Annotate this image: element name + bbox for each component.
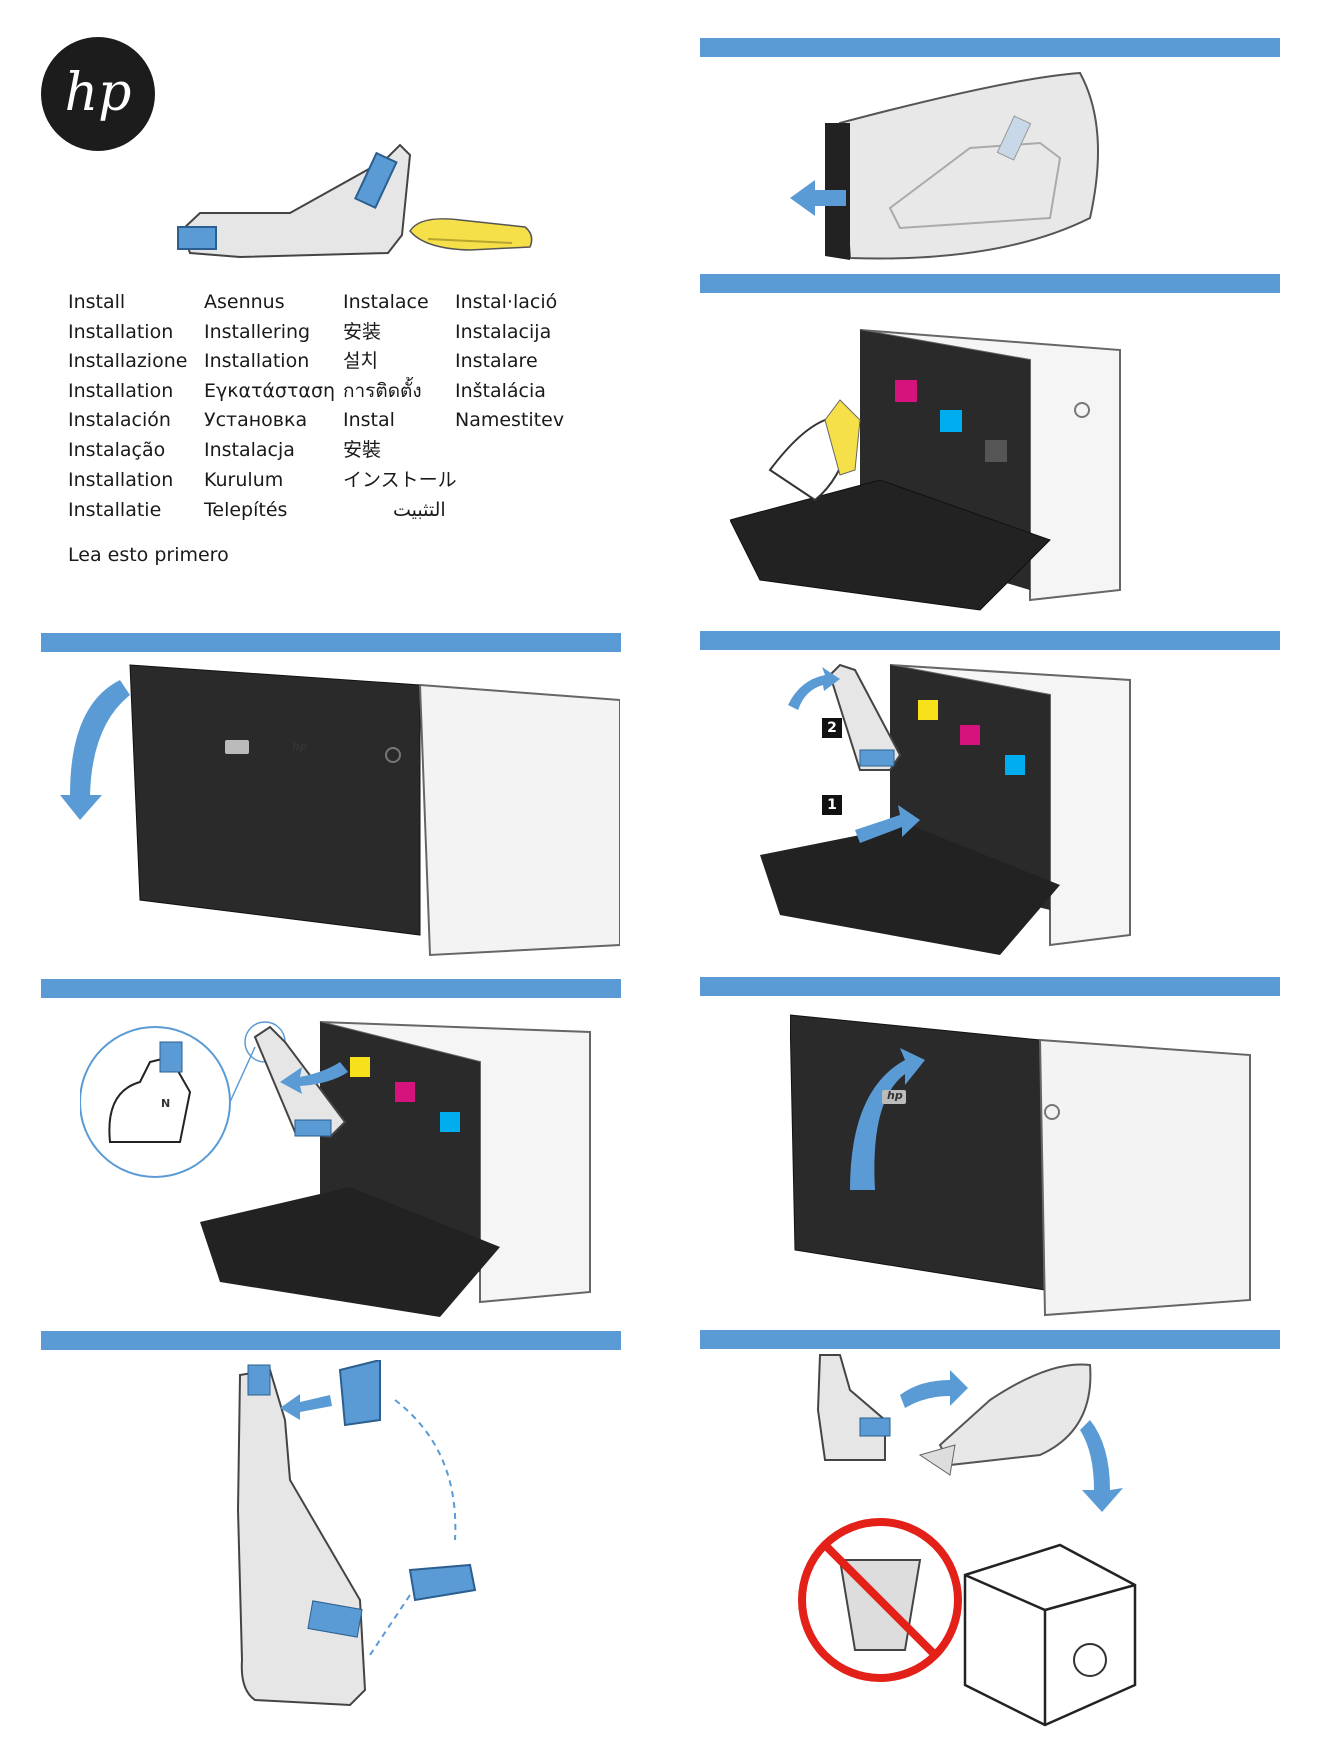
insert-unit-image: 2 1 — [760, 655, 1140, 960]
step-bar — [41, 1331, 621, 1350]
language-label: Instalacja — [204, 439, 295, 461]
language-label: Instalación — [68, 409, 171, 431]
language-label: Instal·lació — [455, 291, 558, 313]
language-label: Instalação — [68, 439, 166, 461]
language-label: การติดตั้ง — [343, 380, 422, 402]
language-label: Instalare — [455, 350, 538, 372]
clean-printer-image — [729, 300, 1130, 625]
language-label: Installation — [68, 469, 174, 491]
attach-caps-image — [230, 1358, 490, 1750]
step-bar — [700, 274, 1280, 293]
language-label: Namestitev — [455, 409, 565, 431]
hp-logo-text: hp — [65, 63, 132, 123]
hp-logo: hp — [40, 36, 156, 152]
recycle-unit-image — [790, 1350, 1160, 1750]
language-label: Installering — [204, 321, 311, 343]
language-label: التثبيت — [393, 499, 446, 521]
language-label: 安裝 — [343, 439, 382, 461]
cartridge-letter: N — [161, 1097, 171, 1110]
language-label: Inštalácia — [455, 380, 546, 402]
language-label: Install — [68, 291, 126, 313]
language-label: Εγκατάσταση — [204, 380, 336, 402]
close-door-image: hp — [789, 1000, 1260, 1320]
read-this-first-note: Lea esto primero — [68, 544, 229, 566]
step-bar — [41, 633, 621, 652]
step-bar — [41, 979, 621, 998]
step-bar — [700, 1330, 1280, 1349]
language-label: Telepítés — [204, 499, 288, 521]
language-label: Kurulum — [204, 469, 284, 491]
remove-unit-image: N — [79, 1002, 620, 1322]
callout-number: 2 — [822, 718, 842, 738]
language-label: Instalacija — [455, 321, 552, 343]
language-label: Установка — [204, 409, 308, 431]
language-label: インストール — [343, 469, 457, 491]
open-door-image: hp — [60, 655, 621, 965]
language-label: Installation — [68, 380, 174, 402]
step-bar — [700, 631, 1280, 650]
language-label: 설치 — [343, 350, 378, 372]
language-label: Asennus — [204, 291, 285, 313]
printer-logo-text: hp — [292, 740, 308, 753]
unpack-unit-image — [780, 68, 1120, 268]
printer-logo-text: hp — [887, 1089, 903, 1102]
language-label: Instalace — [343, 291, 429, 313]
language-label: 安装 — [343, 321, 382, 343]
language-label: Installation — [68, 321, 174, 343]
language-label: Installation — [204, 350, 310, 372]
callout-number: 1 — [822, 795, 842, 815]
step-bar — [700, 977, 1280, 996]
toner-collection-unit-and-cloth-image — [170, 135, 550, 275]
language-label: Installazione — [68, 350, 188, 372]
language-label: Installatie — [68, 499, 162, 521]
step-bar — [700, 38, 1280, 57]
language-label: Instal — [343, 409, 395, 431]
